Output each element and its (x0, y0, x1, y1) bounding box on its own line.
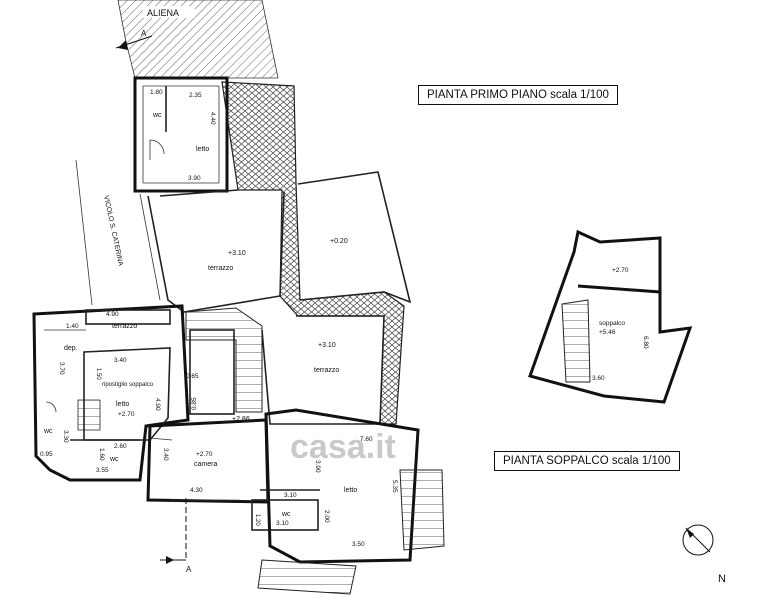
room-dep: dep. (64, 345, 78, 352)
level-letto-left: +2.70 (118, 411, 135, 418)
street-label: VICOLO S. CATERINA (102, 195, 124, 267)
north-arrow: N (682, 524, 726, 585)
terrace-right-upper: +0.20 (297, 171, 412, 304)
level-terrazzo-mid: +3.10 (228, 250, 246, 257)
dim-0-85: 0.85 (191, 397, 198, 410)
dim-5-35: 5.35 (391, 480, 398, 493)
aliena-label: ALIENA (147, 8, 179, 18)
room-camera: camera (194, 461, 217, 468)
dim-6-80: 6.80 (642, 336, 649, 349)
room-wc-bottom: wc (281, 511, 291, 518)
watermark: casa.it (290, 428, 396, 466)
dim-3-40: 3.40 (114, 357, 127, 364)
dim-1-60: 1.60 (98, 448, 105, 461)
dim-4-40: 4.40 (209, 112, 216, 125)
room-terrazzo-right: terrazzo (314, 367, 339, 374)
dim-2-35: 2.35 (189, 92, 202, 99)
level-terrazzo-right: +3.10 (318, 342, 336, 349)
staircase-middle: 0.65 0.85 +2.86 (185, 307, 263, 423)
section-marker-top: A (115, 29, 153, 50)
level-mezz-top: +2.70 (612, 267, 629, 274)
section-marker-bottom: A (160, 498, 192, 574)
entry-staircase (257, 559, 357, 595)
dim-0-95: 0.95 (40, 451, 53, 458)
room-letto-left: letto (116, 401, 129, 408)
dim-3-55: 3.55 (96, 467, 109, 474)
level-stair: +2.86 (232, 416, 250, 423)
room-ripostiglio: ripostiglio soppalco (102, 382, 154, 388)
dim-3-60: 3.60 (592, 375, 605, 382)
north-label: N (718, 573, 726, 585)
dim-2-60: 2.60 (114, 443, 127, 450)
dim-3-90b: 3.90 (314, 460, 321, 473)
section-a-label-top: A (141, 29, 147, 38)
dim-1-20: 1.20 (254, 514, 260, 526)
letto-right-block: 7.60 3.90 letto 5.35 3.10 1.20 wc 3.10 2… (251, 408, 445, 564)
terrazzo-middle: +3.10 terrazzo (147, 189, 285, 313)
street-label-group: VICOLO S. CATERINA (75, 159, 161, 306)
dim-4-90b: 4.90 (154, 398, 161, 411)
dim-2-00: 2.00 (323, 510, 330, 523)
dim-3-10: 3.10 (284, 492, 297, 499)
level-soppalco: +5.46 (599, 329, 616, 336)
camera-room: +2.70 camera 3.40 4.30 (146, 418, 270, 504)
room-terrazzo-left: terrazzo (112, 323, 137, 330)
room-wc-top: wc (152, 112, 162, 119)
mezzanine-title: PIANTA SOPPALCO scala 1/100 (494, 451, 680, 471)
left-block: 4.90 terrazzo 1.40 dep. 3.70 3.40 ripost… (32, 304, 190, 482)
level-terrace-upper: +0.20 (330, 238, 348, 245)
dim-4-30: 4.30 (190, 487, 203, 494)
dim-3-30: 3.30 (62, 430, 69, 443)
room-soppalco: soppalco (599, 320, 625, 327)
dim-1-50: 1.50 (95, 368, 101, 380)
room-letto-top: letto (196, 146, 209, 153)
room-wc-left: wc (43, 428, 53, 435)
dim-3-10b: 3.10 (276, 520, 289, 527)
dim-1-80: 1.80 (150, 89, 163, 96)
level-camera: +2.70 (196, 451, 213, 458)
dim-7-60: 7.60 (360, 436, 373, 443)
dim-4-90: 4.90 (106, 311, 119, 318)
first-floor-title: PIANTA PRIMO PIANO scala 1/100 (418, 85, 618, 105)
upper-bedroom-block: 1.80 2.35 wc letto 3.90 4.40 (133, 76, 229, 193)
dim-0-65: 0.65 (186, 373, 199, 380)
aliena-hatched-area: ALIENA (117, 0, 279, 79)
room-wc-small: wc (109, 456, 119, 463)
room-terrazzo-mid: terrazzo (208, 265, 233, 272)
terrazzo-right: +3.10 terrazzo (261, 315, 385, 425)
dim-3-50: 3.50 (352, 541, 365, 548)
dim-1-40: 1.40 (66, 323, 79, 330)
watermark-text: casa.it (290, 428, 396, 466)
dim-3-40b: 3.40 (162, 448, 169, 461)
dim-3-90: 3.90 (188, 175, 201, 182)
dim-3-70: 3.70 (58, 362, 65, 375)
section-a-label-bottom: A (186, 565, 192, 574)
mezzanine-plan: +2.70 soppalco +5.46 3.60 6.80 (528, 229, 693, 404)
room-letto-right: letto (344, 487, 357, 494)
